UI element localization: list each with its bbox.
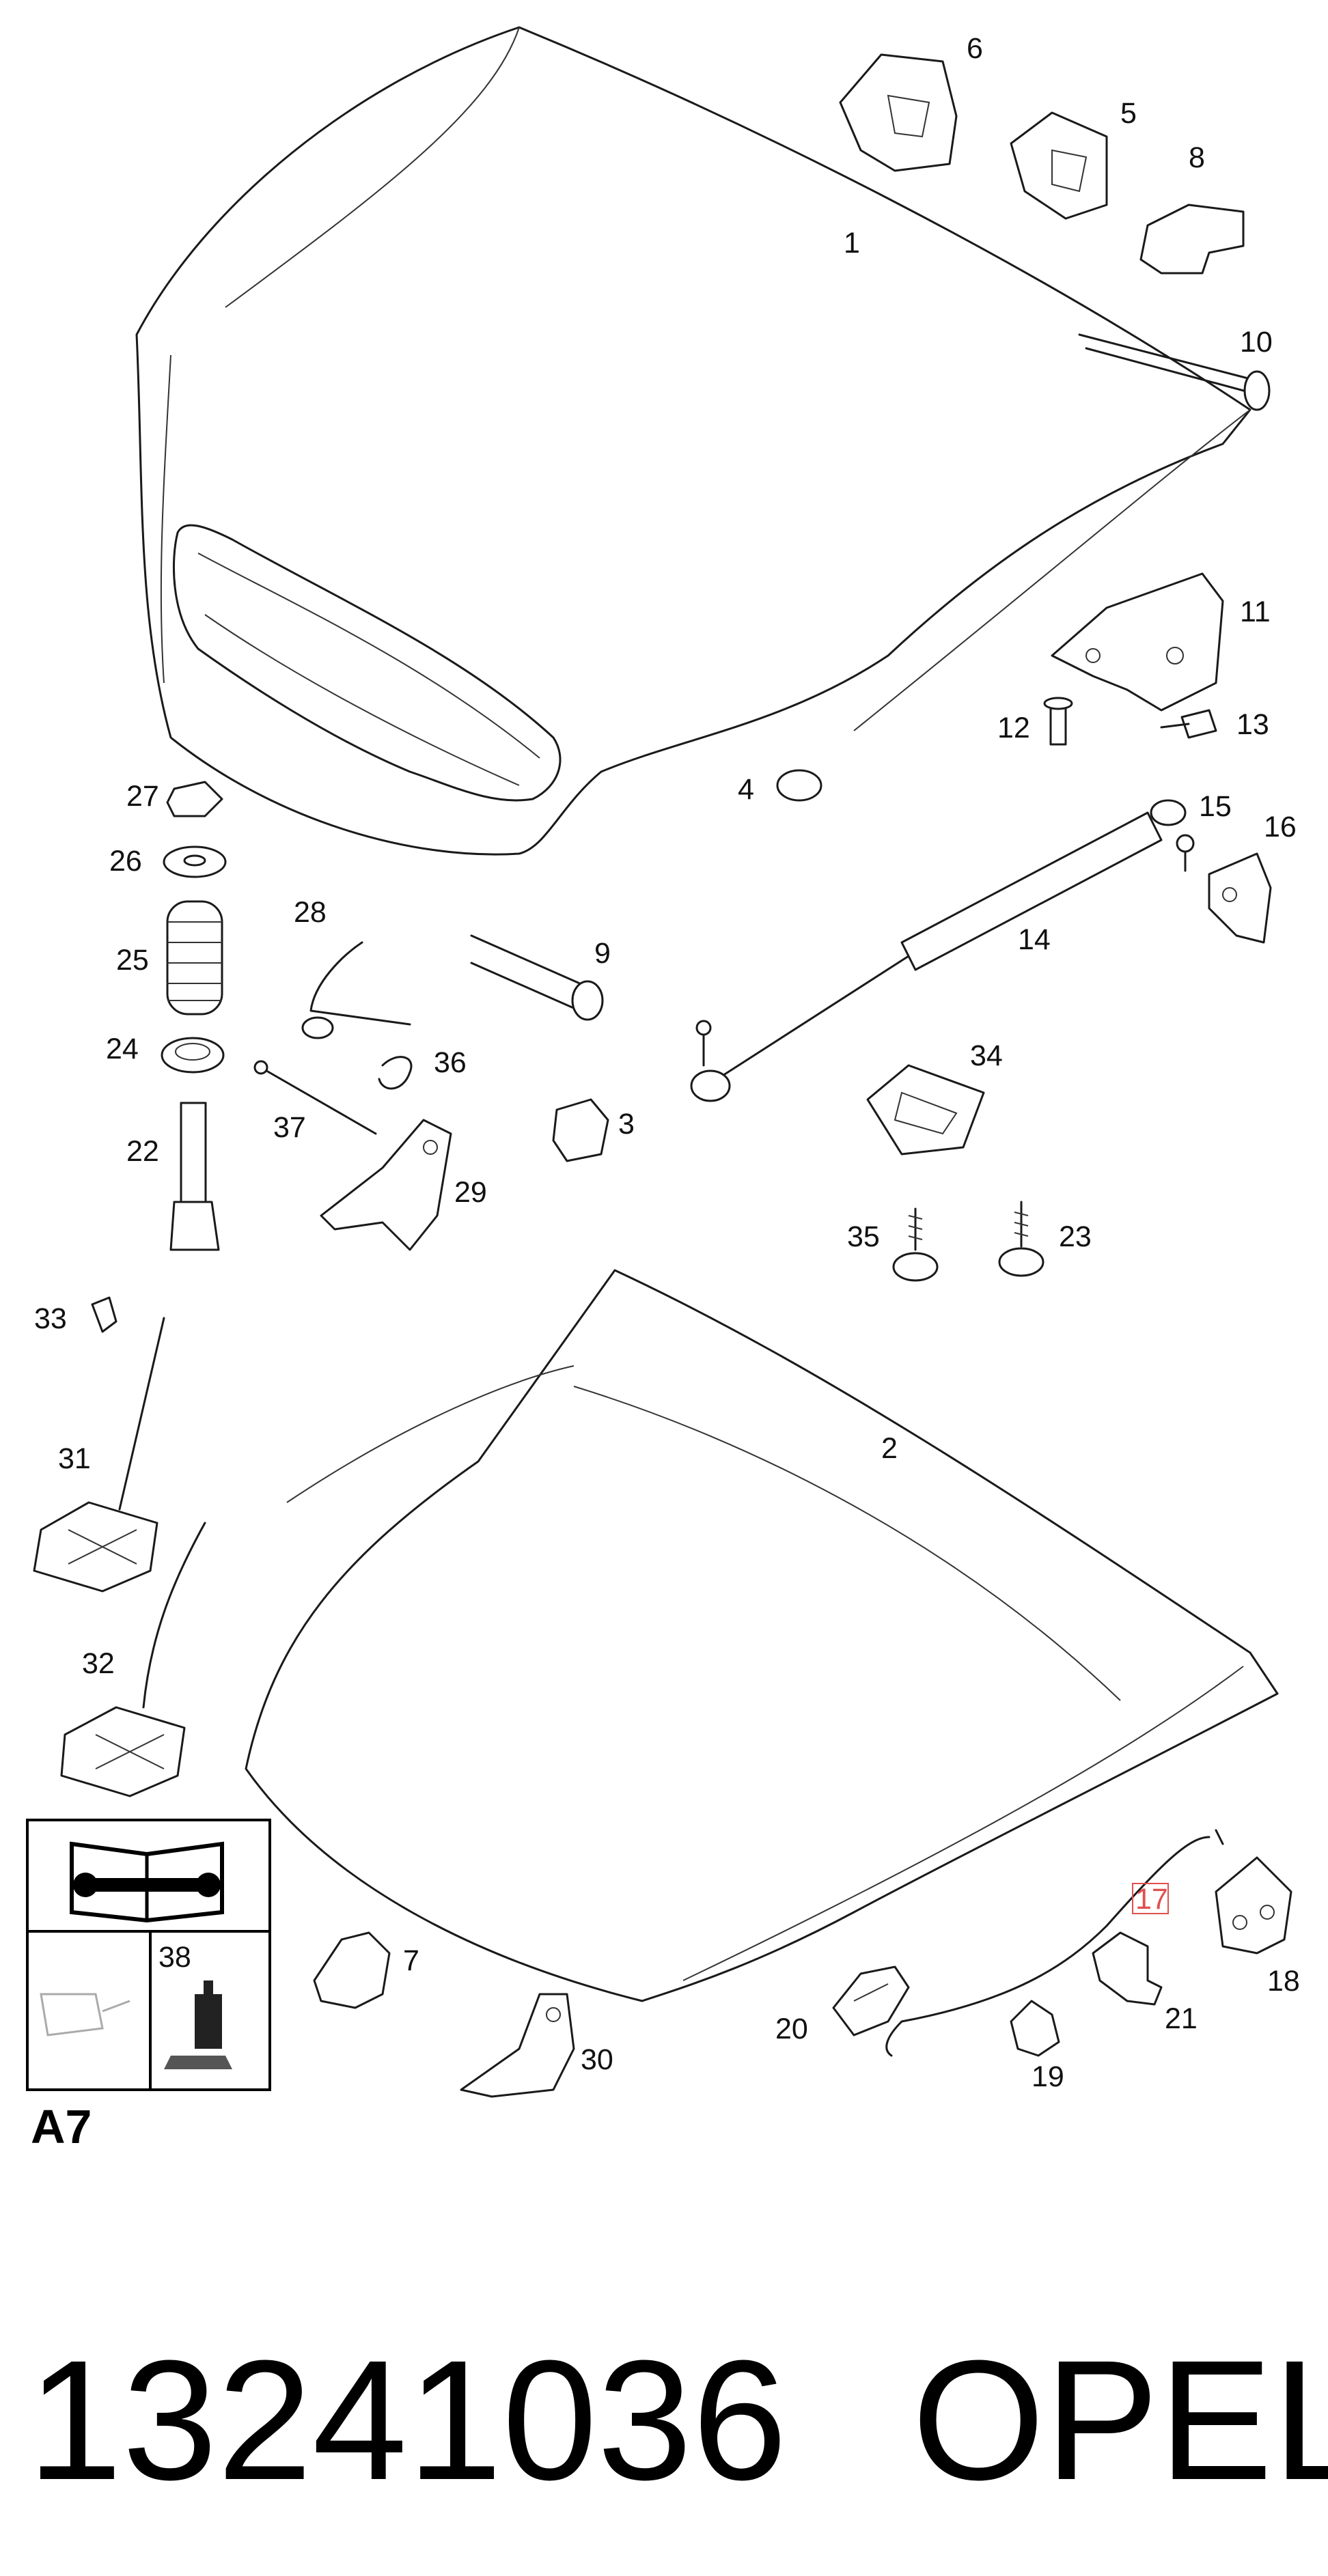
brand-name: OPEL [912, 2325, 1328, 2515]
clip-19[interactable] [1010, 2000, 1060, 2057]
gas-strut-14[interactable] [690, 799, 1187, 1102]
clip-34[interactable] [866, 1064, 985, 1156]
label-27: 27 [126, 780, 159, 813]
bolt-12[interactable] [1043, 697, 1073, 746]
nut-27[interactable] [166, 781, 223, 817]
label-24: 24 [106, 1033, 139, 1065]
label-5: 5 [1120, 97, 1137, 130]
pin-22[interactable] [169, 1102, 220, 1251]
screw-35[interactable] [892, 1207, 939, 1282]
label-20: 20 [775, 2013, 808, 2045]
clip-33[interactable] [91, 1296, 117, 1333]
clip-20[interactable] [832, 1965, 910, 2036]
clip-6[interactable] [839, 53, 958, 172]
label-12: 12 [997, 712, 1030, 744]
label-6: 6 [967, 32, 983, 65]
catch-29[interactable] [320, 1119, 452, 1251]
rod-37[interactable] [253, 1060, 377, 1135]
label-30: 30 [581, 2043, 613, 2076]
bolt-13[interactable] [1160, 709, 1217, 739]
label-25: 25 [116, 944, 149, 977]
bracket-7[interactable] [313, 1931, 391, 2009]
spring-36[interactable] [378, 1056, 413, 1090]
label-31: 31 [58, 1442, 91, 1475]
hood-outer-panel[interactable] [135, 26, 1251, 856]
label-1: 1 [844, 227, 860, 260]
label-2: 2 [881, 1432, 898, 1465]
label-7: 7 [403, 1944, 419, 1977]
seal-10[interactable] [1078, 333, 1271, 411]
washer-26[interactable] [163, 845, 227, 878]
label-35: 35 [847, 1220, 880, 1253]
manual-book-wrench-icon [70, 1841, 224, 1923]
clip-8[interactable] [1139, 204, 1245, 275]
label-37: 37 [273, 1111, 306, 1144]
label-28: 28 [294, 896, 327, 929]
hinge-11[interactable] [1051, 572, 1224, 712]
label-11: 11 [1240, 596, 1271, 628]
section-code: A7 [31, 2100, 92, 2153]
label-32: 32 [82, 1647, 115, 1680]
spring-25[interactable] [166, 900, 223, 1016]
label-26: 26 [109, 845, 142, 878]
label-4: 4 [738, 773, 754, 806]
seal-9[interactable] [470, 934, 604, 1021]
label-15: 15 [1199, 790, 1232, 823]
label-3: 3 [618, 1108, 635, 1140]
label-29: 29 [454, 1176, 487, 1209]
label-14: 14 [1018, 923, 1051, 956]
label-17: 17 [1135, 1883, 1168, 1916]
label-23: 23 [1059, 1220, 1092, 1253]
label-22: 22 [126, 1135, 159, 1168]
bushing-24[interactable] [161, 1037, 225, 1074]
prop-rod-17[interactable] [885, 1829, 1224, 2057]
label-8: 8 [1189, 141, 1205, 174]
screw-23[interactable] [998, 1201, 1045, 1277]
label-19: 19 [1032, 2060, 1064, 2093]
clip-5[interactable] [1010, 111, 1108, 220]
spring-28[interactable] [301, 941, 411, 1039]
label-18: 18 [1267, 1965, 1300, 1998]
lock-32[interactable] [60, 1522, 206, 1797]
stopper-3[interactable] [552, 1098, 609, 1162]
label-33: 33 [34, 1302, 67, 1335]
bracket-18[interactable] [1215, 1856, 1292, 1955]
label-16: 16 [1264, 811, 1297, 843]
label-38: 38 [158, 1941, 191, 1974]
label-21: 21 [1165, 2002, 1198, 2035]
clip-21[interactable] [1092, 1931, 1163, 2006]
part-number: 13241036 [27, 2325, 787, 2515]
bracket-16[interactable] [1208, 852, 1272, 944]
hood-inner-panel[interactable] [245, 1269, 1279, 2002]
grease-bottle-icon [164, 1980, 232, 2069]
stud-15[interactable] [1176, 834, 1195, 872]
catch-30[interactable] [460, 1993, 575, 2098]
grommet-4[interactable] [776, 769, 822, 802]
highlight-box-17 [1132, 1883, 1169, 1914]
oil-tank-icon [40, 1993, 130, 2036]
label-34: 34 [970, 1039, 1003, 1072]
label-9: 9 [594, 937, 611, 970]
label-36: 36 [434, 1046, 467, 1079]
label-10: 10 [1240, 326, 1273, 359]
label-13: 13 [1236, 708, 1269, 741]
lock-31[interactable] [33, 1317, 165, 1593]
